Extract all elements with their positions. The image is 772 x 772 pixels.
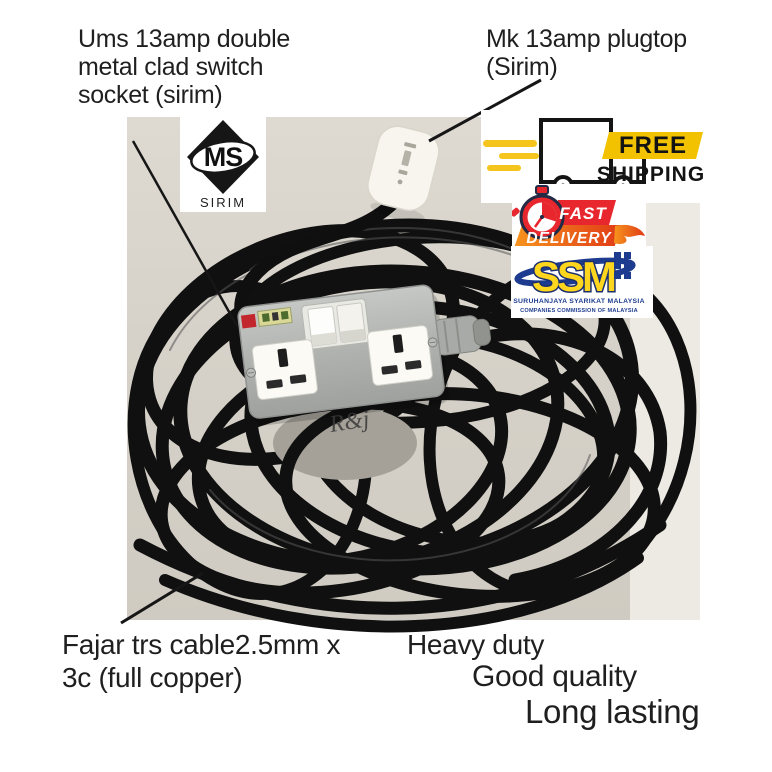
socket-outlet-left [251,339,318,401]
claim-long-lasting: Long lasting [525,693,700,730]
ssm-subtitle: COMPANIES COMMISSION OF MALAYSIA [520,308,638,314]
plug-marking [397,142,417,185]
brand-watermark: R&j [327,406,372,438]
plug-shadow [370,202,425,222]
claim-heavy-duty: Heavy duty [407,629,545,660]
cable-gland [432,315,492,356]
socket-annotation-line1: Ums 13amp double [78,25,290,53]
ssm-swoosh [514,257,636,287]
plug-annotation-line2: (Sirim) [486,53,558,81]
claim-good-quality: Good quality [472,660,637,693]
delivery-text: DELIVERY [526,230,612,247]
ms-ellipse [190,139,256,175]
shipping-text: SHIPPING [597,163,705,186]
plug-annotation: Mk 13amp plugtop (Sirim) [486,25,687,81]
free-text: FREE [619,132,687,159]
stopwatch-icon [512,185,577,240]
ssm-name: SURUHANJAYA SYARIKAT MALAYSIA [513,298,645,305]
switch-plate [301,298,371,350]
socket-outlet-right [367,325,433,386]
cable-annotation: Fajar trs cable2.5mm x 3c (full copper) [62,628,340,694]
leader-line-cable [120,571,204,625]
free-tag [602,132,703,159]
fast-delivery-badge: FAST DELIVERY [512,184,646,255]
coil-center-floor [273,406,417,480]
cable-annotation-line2: 3c (full copper) [62,662,243,693]
cable-annotation-line1: Fajar trs cable2.5mm x [62,629,341,660]
socket-graphic: R&j [237,284,492,438]
ssm-acronym: SSM [532,253,615,300]
leader-line-socket [131,140,239,327]
fast-text: FAST [559,204,607,223]
ssm-logo: SSM SURUHANJAYA SYARIKAT MALAYSIA COMPAN… [511,246,653,318]
socket-annotation-line2: metal clad switch [78,53,264,81]
plug-annotation-line1: Mk 13amp plugtop [486,25,687,53]
red-sticker [240,313,257,329]
ssm-dots-icon [614,252,631,279]
fast-tag [551,200,616,225]
sirim-caption: SIRIM [200,195,246,210]
sirim-logo: MS SIRIM [180,117,266,212]
flame-icon [614,224,645,245]
plug-graphic [367,125,440,222]
socket-screws [245,337,438,378]
rating-sticker [257,306,293,327]
speed-lines-icon [483,140,539,171]
socket-annotation: Ums 13amp double metal clad switch socke… [78,25,290,109]
ms-monogram: MS [204,142,243,172]
socket-annotation-line3: socket (sirim) [78,81,223,109]
